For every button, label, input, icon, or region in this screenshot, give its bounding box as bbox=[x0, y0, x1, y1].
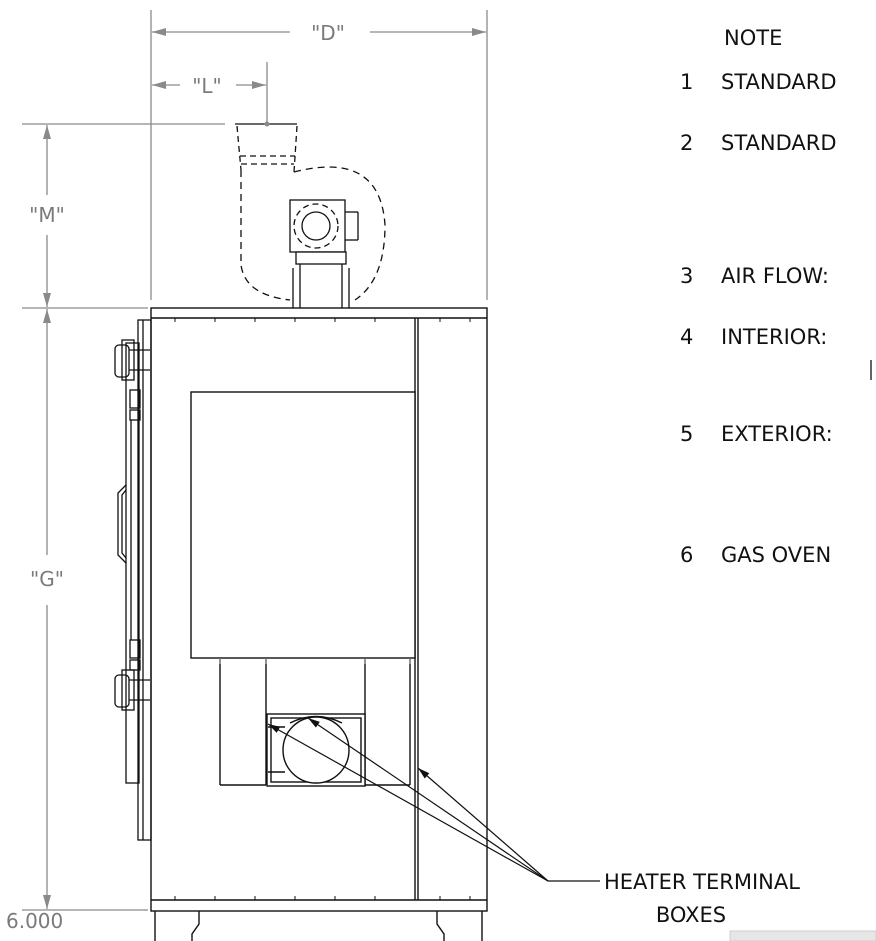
note-number-1: 1 bbox=[680, 70, 693, 94]
blower-assembly bbox=[235, 123, 386, 308]
dimension-g-label: "G" bbox=[30, 567, 64, 591]
note-text-2: STANDARD bbox=[721, 131, 837, 155]
note-number-3: 3 bbox=[680, 264, 693, 288]
dimension-d-label: "D" bbox=[311, 21, 345, 45]
oven-door bbox=[114, 319, 152, 841]
note-text-3: AIR FLOW: bbox=[721, 264, 829, 288]
notes-heading: NOTE bbox=[724, 26, 782, 50]
oven-cabinet bbox=[150, 307, 488, 941]
note-number-5: 5 bbox=[680, 422, 693, 446]
dimension-m-label: "M" bbox=[29, 203, 65, 227]
callout-leaders bbox=[267, 717, 600, 882]
note-number-4: 4 bbox=[680, 325, 693, 349]
dimension-l-label: "L" bbox=[192, 74, 222, 98]
dimension-point-marker bbox=[264, 121, 270, 127]
note-text-5: EXTERIOR: bbox=[721, 422, 833, 446]
scrollbar-track[interactable] bbox=[729, 930, 876, 941]
callout-line-1: HEATER TERMINAL bbox=[604, 870, 800, 894]
note-number-2: 2 bbox=[680, 131, 693, 155]
note-text-4: INTERIOR: bbox=[721, 325, 827, 349]
note-number-6: 6 bbox=[680, 543, 693, 567]
note-text-6: GAS OVEN bbox=[721, 543, 831, 567]
callout-line-2: BOXES bbox=[656, 903, 726, 927]
notes-list: NOTE 1 STANDARD 2 STANDARD 3 AIR FLOW: 4… bbox=[680, 26, 872, 567]
dimension-lines bbox=[22, 10, 488, 911]
note-text-1: STANDARD bbox=[721, 70, 837, 94]
corner-value-label: 6.000 bbox=[6, 909, 63, 933]
